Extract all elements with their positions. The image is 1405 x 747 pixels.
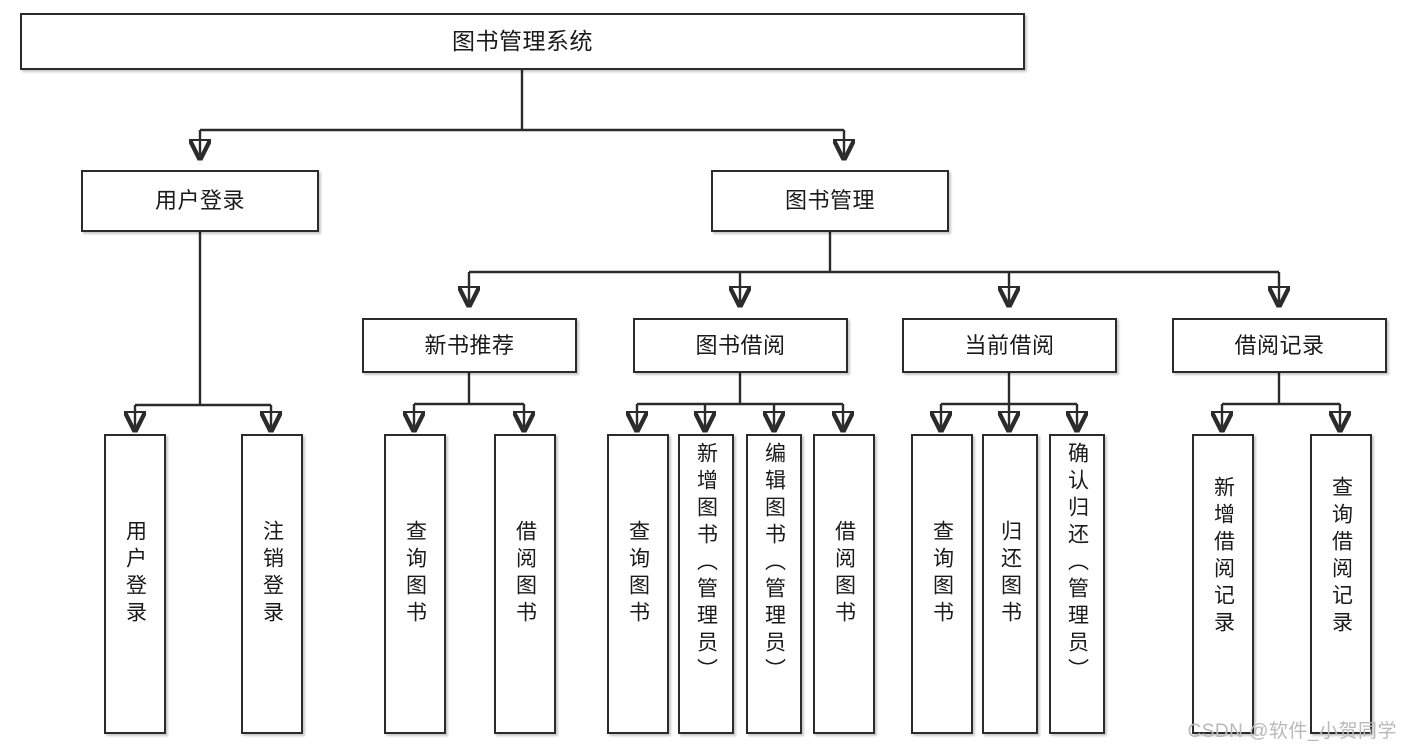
leaf-borrow-book[interactable]: 借阅图书 <box>813 434 875 734</box>
node-label: 借阅图书 <box>832 520 856 628</box>
leaf-query-book-current[interactable]: 查询图书 <box>911 434 973 734</box>
node-current-borrow[interactable]: 当前借阅 <box>902 318 1117 373</box>
node-label: 借阅图书 <box>513 520 537 628</box>
node-label: 确认归还（管理员） <box>1065 442 1089 685</box>
leaf-add-book-admin[interactable]: 新增图书（管理员） <box>678 434 734 734</box>
node-borrow-record[interactable]: 借阅记录 <box>1172 318 1387 373</box>
node-label: 新书推荐 <box>424 332 515 358</box>
node-label: 新增图书（管理员） <box>694 442 718 685</box>
node-label: 查询图书 <box>930 520 954 628</box>
leaf-logout-login[interactable]: 注销登录 <box>241 434 303 734</box>
node-label: 用户登录 <box>154 188 245 214</box>
leaf-add-borrow-record[interactable]: 新增借阅记录 <box>1192 434 1254 734</box>
node-label: 当前借阅 <box>964 332 1055 358</box>
node-label: 图书借阅 <box>695 332 786 358</box>
node-label: 查询图书 <box>403 520 427 628</box>
node-label: 查询图书 <box>626 520 650 628</box>
node-root-book-management-system[interactable]: 图书管理系统 <box>20 13 1025 70</box>
node-label: 图书管理 <box>784 188 875 214</box>
csdn-watermark: CSDN @软件_小贺同学 <box>1187 721 1397 742</box>
node-label: 借阅记录 <box>1234 332 1325 358</box>
leaf-return-book[interactable]: 归还图书 <box>982 434 1038 734</box>
node-label: 编辑图书（管理员） <box>762 442 786 685</box>
leaf-query-book-borrow[interactable]: 查询图书 <box>607 434 669 734</box>
node-label: 新增借阅记录 <box>1211 476 1235 638</box>
node-user-login[interactable]: 用户登录 <box>81 170 319 232</box>
node-label: 图书管理系统 <box>452 28 593 55</box>
node-book-borrow[interactable]: 图书借阅 <box>633 318 848 373</box>
leaf-borrow-book-recommend[interactable]: 借阅图书 <box>494 434 556 734</box>
node-label: 用户登录 <box>123 520 147 628</box>
node-label: 归还图书 <box>998 520 1022 628</box>
leaf-confirm-return-admin[interactable]: 确认归还（管理员） <box>1049 434 1105 734</box>
node-label: 查询借阅记录 <box>1329 476 1353 638</box>
node-book-management[interactable]: 图书管理 <box>711 170 949 232</box>
leaf-query-book-recommend[interactable]: 查询图书 <box>384 434 446 734</box>
leaf-query-borrow-record[interactable]: 查询借阅记录 <box>1310 434 1372 734</box>
node-label: 注销登录 <box>260 520 284 628</box>
leaf-edit-book-admin[interactable]: 编辑图书（管理员） <box>746 434 802 734</box>
node-new-book-recommend[interactable]: 新书推荐 <box>362 318 577 373</box>
leaf-user-login[interactable]: 用户登录 <box>104 434 166 734</box>
